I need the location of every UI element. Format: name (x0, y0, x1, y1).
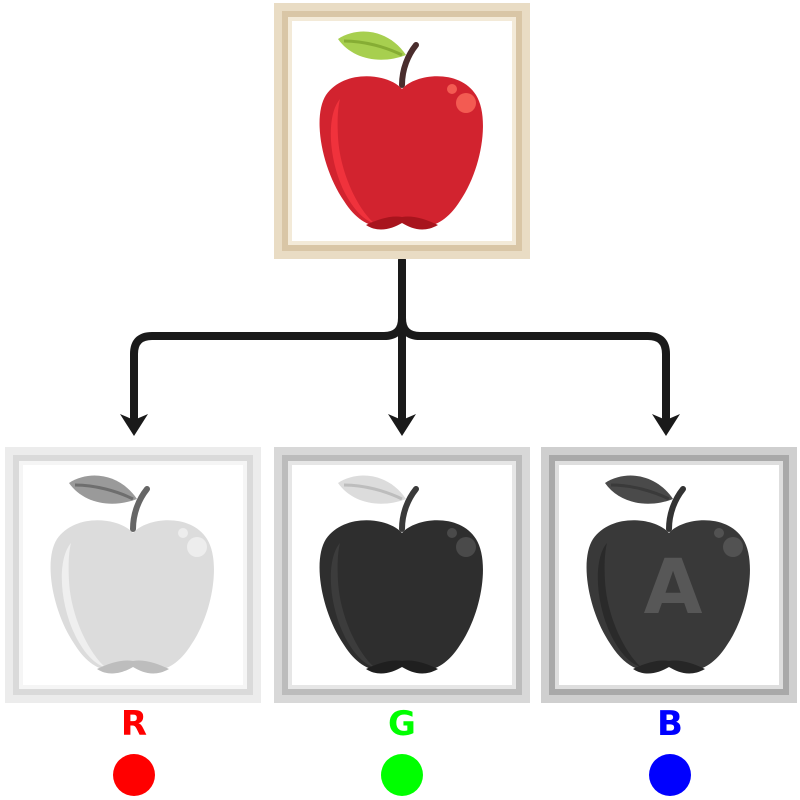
arrow-head-g (388, 414, 416, 436)
green-channel-frame (274, 447, 530, 703)
alpha-letter: A (644, 542, 703, 631)
channel-label-b: B (657, 704, 683, 744)
channel-dot-b (649, 754, 691, 796)
red-channel-frame (5, 447, 261, 703)
arrow-head-r (120, 414, 148, 436)
channel-dot-g (381, 754, 423, 796)
arrow-head-b (652, 414, 680, 436)
channel-label-g: G (388, 704, 416, 744)
source-image-frame (274, 3, 530, 259)
channel-dot-r (113, 754, 155, 796)
blue-channel-frame: A (541, 447, 797, 703)
red-channel-apple-icon (50, 475, 214, 674)
blue-channel-apple-icon (586, 475, 750, 674)
green-channel-apple-icon (319, 475, 483, 674)
channel-label-r: R (120, 704, 148, 744)
red-apple-icon (319, 31, 483, 230)
